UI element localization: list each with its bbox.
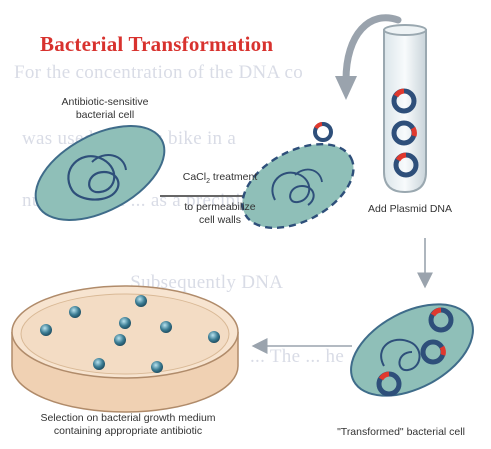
diagram-title: Bacterial Transformation bbox=[40, 32, 273, 57]
selection-label: Selection on bacterial growth medium con… bbox=[8, 412, 248, 438]
permeabilize-label: to permeabilize cell walls bbox=[172, 201, 268, 227]
bacterial-colony bbox=[208, 331, 220, 343]
sensitive-cell-label-line2: bacterial cell bbox=[40, 109, 170, 122]
bacterial-colony bbox=[135, 295, 147, 307]
permeabilize-label-line2: cell walls bbox=[172, 214, 268, 227]
bacterial-colony bbox=[40, 324, 52, 336]
transformed-cell-label: "Transformed" bacterial cell bbox=[312, 426, 490, 439]
bacterial-colony bbox=[151, 361, 163, 373]
plasmid-test-tube bbox=[384, 25, 426, 192]
permeabilize-label-line1: to permeabilize bbox=[172, 201, 268, 214]
bacterial-colony bbox=[160, 321, 172, 333]
sensitive-bacterial-cell bbox=[20, 107, 179, 240]
treatment-label-rest: treatment bbox=[210, 171, 257, 183]
bacterial-colony bbox=[114, 334, 126, 346]
sensitive-cell-label-line1: Antibiotic-sensitive bbox=[40, 96, 170, 109]
transformed-bacterial-cell bbox=[336, 285, 488, 414]
treatment-label-cacl: CaCl bbox=[183, 171, 206, 183]
selection-label-line1: Selection on bacterial growth medium bbox=[8, 412, 248, 425]
incoming-plasmid bbox=[315, 124, 331, 140]
sensitive-cell-label: Antibiotic-sensitive bacterial cell bbox=[40, 96, 170, 122]
treatment-label: CaCl2 treatment bbox=[172, 171, 268, 188]
bacterial-colony bbox=[93, 358, 105, 370]
bacterial-colony bbox=[119, 317, 131, 329]
bacterial-colony bbox=[69, 306, 81, 318]
petri-dish bbox=[12, 286, 238, 412]
selection-label-line2: containing appropriate antibiotic bbox=[8, 425, 248, 438]
add-plasmid-label: Add Plasmid DNA bbox=[360, 203, 460, 216]
